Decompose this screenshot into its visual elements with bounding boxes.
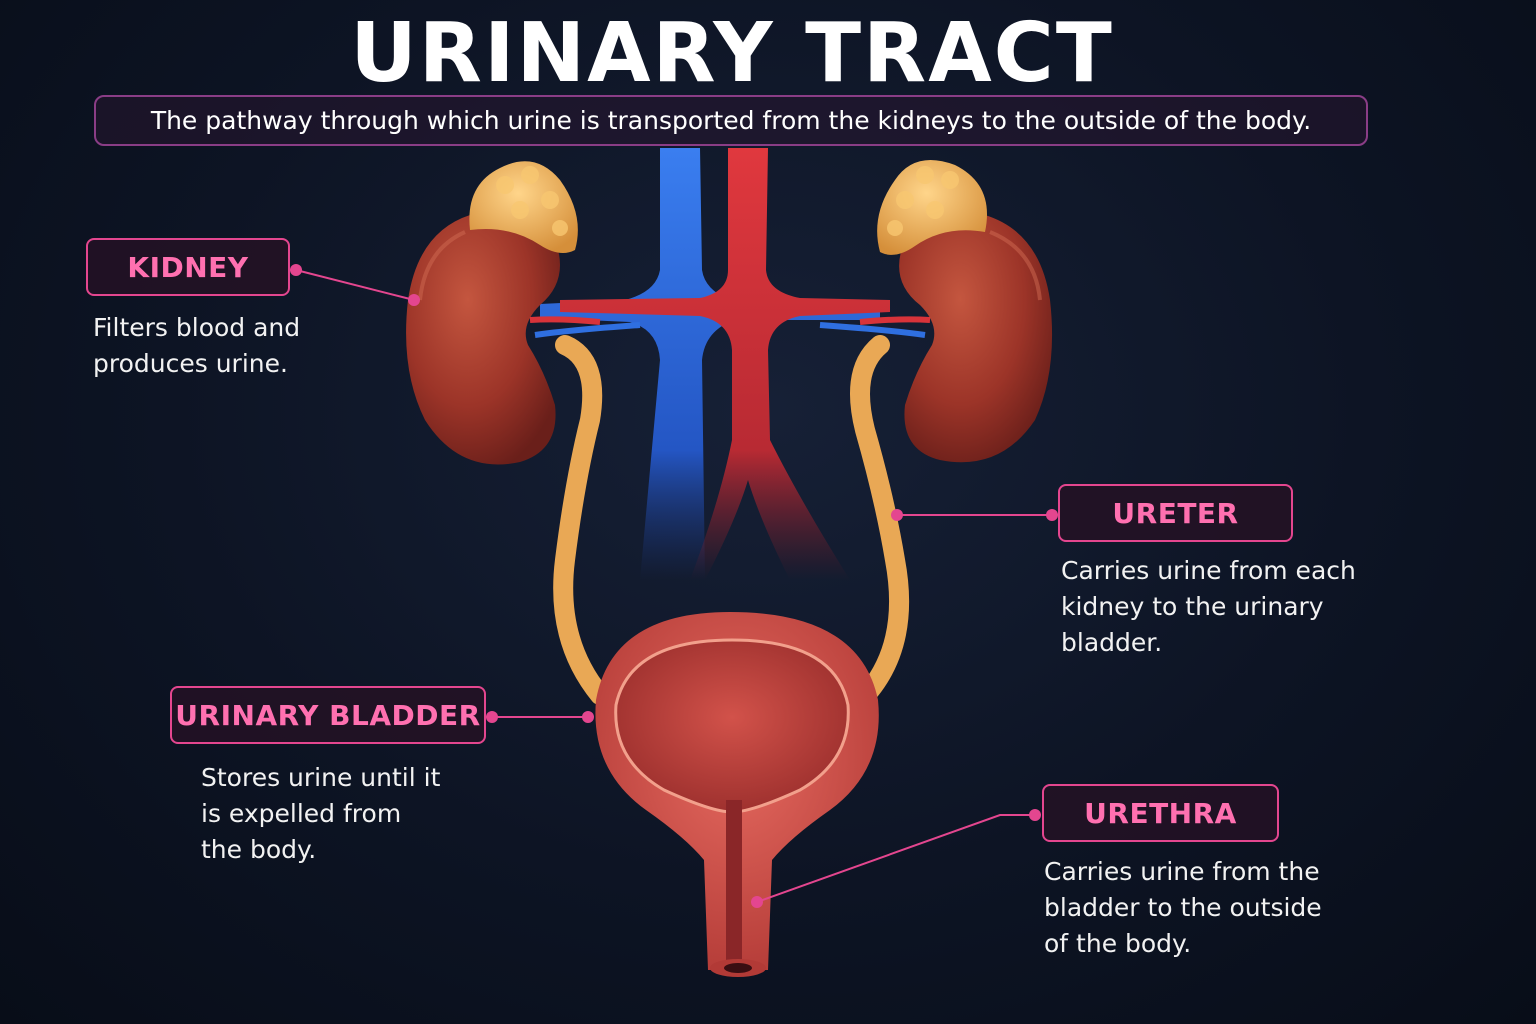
urethra-label: URETHRA [1042, 784, 1279, 842]
ureter-label-text: URETER [1112, 496, 1239, 530]
subtitle-text: The pathway through which urine is trans… [150, 106, 1312, 135]
aorta [560, 148, 890, 580]
left-adrenal-gland [469, 161, 578, 254]
urinary-bladder-label: URINARY BLADDER [170, 686, 486, 744]
kidney-label-text: KIDNEY [127, 250, 249, 284]
urinary-bladder-label-text: URINARY BLADDER [175, 698, 481, 732]
page-title: URINARY TRACT [350, 6, 1114, 101]
subtitle-box: The pathway through which urine is trans… [94, 95, 1368, 146]
kidney-label: KIDNEY [86, 238, 290, 296]
ureter-description: Carries urine from each kidney to the ur… [1061, 556, 1356, 657]
ureter-label: URETER [1058, 484, 1293, 542]
urethra-description: Carries urine from the bladder to the ou… [1044, 857, 1322, 958]
urinary-bladder [595, 612, 879, 970]
right-adrenal-gland [877, 160, 987, 255]
left-kidney [406, 210, 560, 465]
right-kidney [899, 210, 1053, 463]
ureters [553, 335, 910, 705]
urinary-bladder-description: Stores urine until it is expelled from t… [201, 763, 441, 864]
urethra [710, 800, 766, 977]
leader-lines [290, 264, 1058, 908]
urethra-label-text: URETHRA [1084, 796, 1237, 830]
renal-vessels [529, 316, 931, 338]
kidney-description: Filters blood and produces urine. [93, 313, 301, 378]
